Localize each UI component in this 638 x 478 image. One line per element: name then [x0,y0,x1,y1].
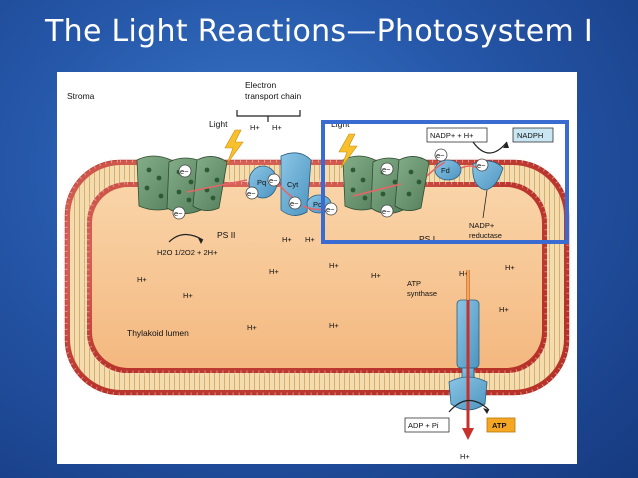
cytochrome-complex [280,152,312,216]
nadph-box [512,127,554,143]
proton-text: H+ [183,291,193,300]
etc-bracket [236,110,301,122]
proton-text: H+ [459,269,469,278]
pq-label: Pq [257,178,266,187]
ps2-label: PS II [217,230,235,240]
water-split-arrow [168,233,204,244]
electron-text: e− [269,176,278,185]
stroma-label: Stroma [67,91,95,101]
atp-label: ATP [492,421,506,430]
nadph-label: NADPH [517,131,543,140]
nadp-input-box [426,127,488,143]
atp-synthase-line2: synthase [407,289,437,298]
proton-text: H+ [505,263,515,272]
light-bolt-left-icon [224,129,244,165]
electron-text: e− [477,161,486,170]
proton-text: H+ [137,275,147,284]
electron-text: e− [247,189,256,198]
pc-label: Pc [313,200,322,209]
proton-text: H+ [499,305,509,314]
thylakoid-diagram: Stroma Thylakoid lumen Electron transpor… [57,72,577,464]
proton-text: H+ [305,235,315,244]
photosystem-1 [342,155,430,214]
atp-formation-arrow [448,399,490,414]
cyt-label: Cyt [287,180,299,189]
lumen-label: Thylakoid lumen [127,328,189,338]
electron-text: e− [382,165,391,174]
photosystem-2 [136,155,228,214]
proton-text: H+ [282,235,292,244]
thylakoid-membrane [62,157,572,398]
adp-pi-box [404,417,450,433]
electron-text: e− [436,151,445,160]
electron-text: e− [180,167,189,176]
proton-text: H+ [371,271,381,280]
nadph-formation-arrow [472,141,509,154]
electron-text: e− [382,207,391,216]
etc-label-line2: transport chain [245,91,301,101]
light-label-left: Light [209,119,228,129]
light-bolt-right-icon [338,133,358,169]
proton-text: H+ [250,123,260,132]
ps1-highlight-box [321,120,569,244]
atp-box [486,417,516,433]
proton-text: H+ [329,261,339,270]
adp-pi-label: ADP + Pi [408,421,439,430]
water-split-label: H2O 1/2O2 + 2H+ [157,248,218,257]
nadp-reductase-line2: reductase [469,231,502,240]
proton-text: H+ [329,321,339,330]
proton-text: H+ [247,323,257,332]
atp-synthase [448,270,488,440]
proton-labels: H+ H+ H+ H+ H+ H+ H+ H+ H+ H+ H+ H+ H+ H… [137,123,515,461]
electron-text: e− [290,199,299,208]
electron-text: e− [174,209,183,218]
nadp-reductase-line1: NADP+ [469,221,495,230]
ps1-label: PS I [419,234,435,244]
electron-badges: e− e− e− e− e− e− e− e− e− e− [172,148,489,220]
electron-text: e− [326,205,335,214]
nadp-input-label: NADP+ + H+ [430,131,474,140]
proton-text: H+ [269,267,279,276]
slide-title: The Light Reactions—Photosystem I [45,14,593,49]
etc-label-line1: Electron [245,80,276,90]
proton-text: H+ [460,452,470,461]
electron-flow-arrows [186,161,478,211]
fd-label: Fd [441,166,450,175]
proton-text: H+ [272,123,282,132]
atp-synthase-line1: ATP [407,279,421,288]
